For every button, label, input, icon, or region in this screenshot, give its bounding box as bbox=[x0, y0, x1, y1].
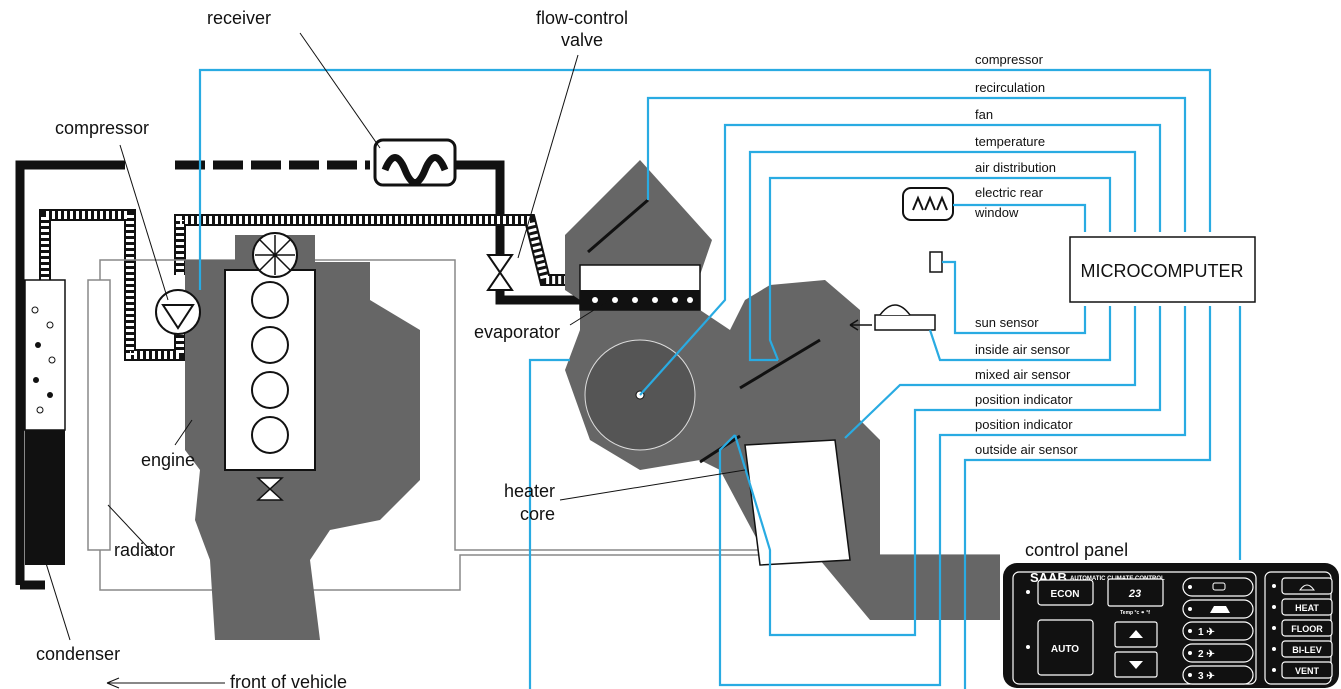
signal-fan: fan bbox=[975, 107, 993, 122]
fan-speed-2-button[interactable]: 2 ✈ bbox=[1183, 644, 1253, 662]
condenser-component bbox=[25, 280, 65, 565]
signal-air-distribution: air distribution bbox=[975, 160, 1056, 175]
label-condenser: condenser bbox=[36, 644, 120, 664]
signal-electric-rear: electric rear bbox=[975, 185, 1044, 200]
microcomputer-label: MICROCOMPUTER bbox=[1081, 261, 1244, 281]
svg-text:BI-LEV: BI-LEV bbox=[1292, 645, 1322, 655]
signal-inside-air-sensor: inside air sensor bbox=[975, 342, 1070, 357]
auto-button[interactable]: AUTO bbox=[1038, 620, 1093, 675]
temp-down-button[interactable] bbox=[1115, 652, 1157, 677]
hvac-unit bbox=[565, 160, 1000, 620]
label-control-panel: control panel bbox=[1025, 540, 1128, 560]
radiator-component bbox=[88, 280, 110, 550]
receiver-component bbox=[375, 140, 455, 185]
inside-air-sensor-icon bbox=[850, 305, 935, 330]
signal-mixed-air-sensor: mixed air sensor bbox=[975, 367, 1071, 382]
control-panel: SAAB AUTOMATIC CLIMATE CONTROL ECON AUTO… bbox=[1003, 563, 1339, 688]
rear-window-heater-icon bbox=[903, 188, 953, 220]
signal-sun-sensor: sun sensor bbox=[975, 315, 1039, 330]
signal-labels: compressor recirculation fan temperature… bbox=[974, 52, 1078, 457]
recirculation-button[interactable] bbox=[1183, 600, 1253, 618]
label-compressor: compressor bbox=[55, 118, 149, 138]
defrost-button[interactable] bbox=[1183, 578, 1253, 596]
svg-text:ECON: ECON bbox=[1051, 589, 1080, 600]
compressor-component bbox=[156, 290, 200, 334]
engine-block bbox=[185, 233, 420, 640]
flow-control-valve bbox=[488, 255, 512, 290]
signal-position-indicator-1: position indicator bbox=[975, 392, 1073, 407]
svg-text:FLOOR: FLOOR bbox=[1291, 624, 1323, 634]
fan-speed-1-button[interactable]: 1 ✈ bbox=[1183, 622, 1253, 640]
label-radiator: radiator bbox=[114, 540, 175, 560]
signal-temperature: temperature bbox=[975, 134, 1045, 149]
svg-text:AUTO: AUTO bbox=[1051, 644, 1079, 655]
label-front-of-vehicle: front of vehicle bbox=[230, 672, 347, 689]
label-flow-control-valve: valve bbox=[561, 30, 603, 50]
econ-button[interactable]: ECON bbox=[1038, 580, 1093, 605]
svg-text:3 ✈: 3 ✈ bbox=[1198, 671, 1215, 682]
temperature-display: 23 bbox=[1108, 579, 1163, 606]
label-core: core bbox=[520, 504, 555, 524]
svg-text:1 ✈: 1 ✈ bbox=[1198, 627, 1215, 638]
sun-sensor-icon bbox=[930, 252, 942, 272]
signal-compressor: compressor bbox=[975, 52, 1044, 67]
signal-recirculation: recirculation bbox=[975, 80, 1045, 95]
svg-text:23: 23 bbox=[1128, 588, 1141, 600]
label-receiver: receiver bbox=[207, 8, 271, 28]
svg-text:VENT: VENT bbox=[1295, 666, 1320, 676]
label-evaporator: evaporator bbox=[474, 322, 560, 342]
temp-unit-label: Temp °c ⚭ °f bbox=[1120, 610, 1150, 616]
label-heater: heater bbox=[504, 481, 555, 501]
microcomputer-box: MICROCOMPUTER bbox=[1070, 237, 1255, 302]
signal-position-indicator-2: position indicator bbox=[975, 417, 1073, 432]
fan-speed-3-button[interactable]: 3 ✈ bbox=[1183, 666, 1253, 684]
svg-text:2 ✈: 2 ✈ bbox=[1198, 649, 1215, 660]
label-engine: engine bbox=[141, 450, 195, 470]
svg-text:HEAT: HEAT bbox=[1295, 603, 1319, 613]
label-flow-control: flow-control bbox=[536, 8, 628, 28]
signal-window: window bbox=[974, 205, 1019, 220]
temp-up-button[interactable] bbox=[1115, 622, 1157, 647]
signal-outside-air-sensor: outside air sensor bbox=[975, 442, 1078, 457]
